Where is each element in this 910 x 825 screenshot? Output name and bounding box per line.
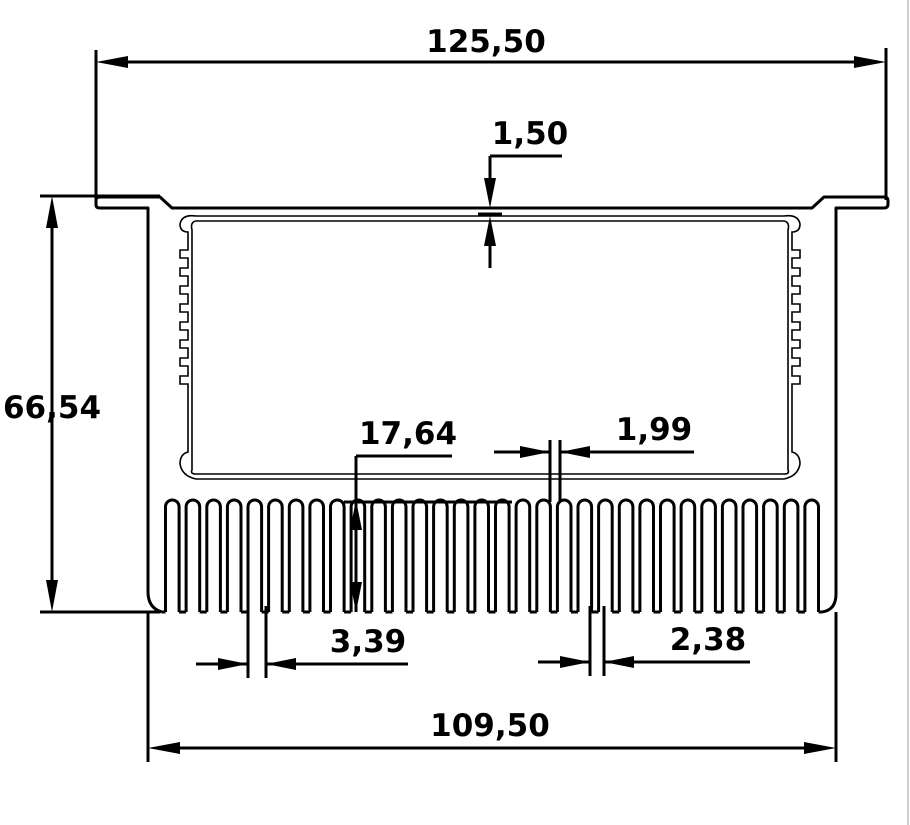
- dim-label-overall-height: 66,54: [3, 390, 101, 426]
- heatsink-fins: [162, 498, 822, 614]
- dim-label-fin-pitch: 3,39: [330, 624, 407, 660]
- dim-label-fin-gap: 1,99: [616, 412, 693, 448]
- dim-overall-width: 125,50: [94, 24, 888, 200]
- fin-outline: [164, 498, 820, 614]
- dim-wall-thickness: 1,50: [478, 116, 568, 268]
- dim-fin-gap: 1,99: [494, 412, 694, 502]
- dim-label-body-width: 109,50: [430, 708, 550, 744]
- dim-label-overall-width: 125,50: [426, 24, 546, 60]
- dim-overall-height: 66,54: [3, 194, 160, 614]
- dim-fin-pitch: 3,39: [196, 606, 408, 678]
- outer-profile: [94, 195, 890, 614]
- dim-fin-thickness: 2,38: [538, 606, 750, 676]
- dim-fin-height: 17,64: [344, 416, 512, 612]
- dim-label-fin-thickness: 2,38: [670, 622, 747, 658]
- dim-label-wall-thickness: 1,50: [492, 116, 569, 152]
- dim-body-width: 109,50: [146, 612, 838, 762]
- dim-label-fin-height: 17,64: [359, 416, 457, 452]
